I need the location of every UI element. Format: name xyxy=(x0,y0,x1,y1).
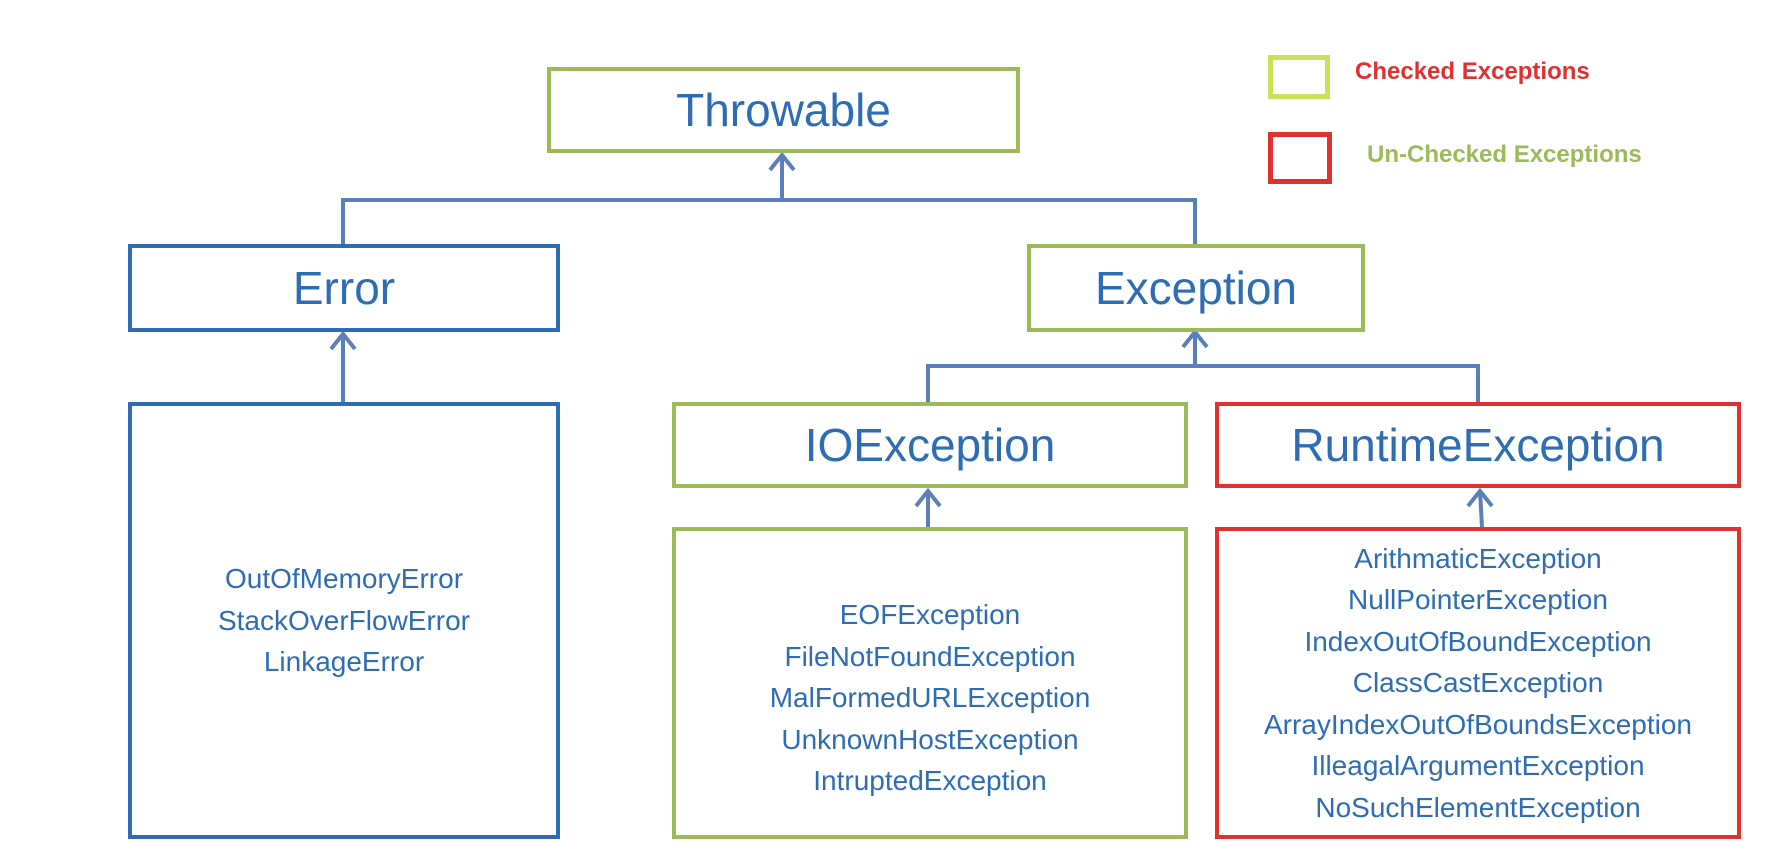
node-error: Error xyxy=(128,244,560,332)
legend-label-checked: Checked Exceptions xyxy=(1355,58,1590,85)
legend-swatch-checked xyxy=(1268,55,1330,99)
list-item: ArithmaticException xyxy=(1354,542,1602,574)
list-item: EOFException xyxy=(839,599,1021,631)
arrow-ioexception xyxy=(914,487,942,508)
list-item: IndexOutOfBoundException xyxy=(1304,625,1652,657)
list-item: FileNotFoundException xyxy=(784,640,1076,672)
node-throwable: Throwable xyxy=(547,67,1020,153)
node-exception-label: Exception xyxy=(1094,262,1297,314)
arrow-error xyxy=(329,330,357,351)
arrow-runtimeexception xyxy=(1466,487,1494,508)
list-item: OutOfMemoryError xyxy=(224,563,464,595)
node-runtimeexception-label: RuntimeException xyxy=(1291,419,1665,471)
error-subclasses-list: OutOfMemoryError StackOverFlowError Link… xyxy=(128,402,560,839)
list-item: MalFormedURLException xyxy=(769,682,1091,714)
list-item: ClassCastException xyxy=(1352,667,1604,699)
list-item: IlleagalArgumentException xyxy=(1311,750,1645,782)
list-item: NullPointerException xyxy=(1348,584,1608,616)
arrow-throwable xyxy=(768,151,796,172)
node-runtimeexception: RuntimeException xyxy=(1215,402,1741,488)
legend-swatch-unchecked xyxy=(1268,132,1332,184)
ioexception-subclasses-list: EOFException FileNotFoundException MalFo… xyxy=(672,527,1188,839)
node-ioexception: IOException xyxy=(672,402,1188,488)
connector-runtimeexception xyxy=(1478,490,1484,528)
arrow-exception xyxy=(1181,328,1209,349)
runtimeexception-subclasses-list: ArithmaticException NullPointerException… xyxy=(1215,527,1741,839)
node-ioexception-label: IOException xyxy=(804,419,1056,471)
legend-label-unchecked: Un-Checked Exceptions xyxy=(1367,141,1642,168)
node-throwable-label: Throwable xyxy=(676,84,891,136)
list-item: ArrayIndexOutOfBoundsException xyxy=(1263,708,1692,740)
connector-exception xyxy=(926,332,1480,402)
connector-throwable xyxy=(341,155,1197,244)
list-item: UnknownHostException xyxy=(781,723,1079,755)
node-error-label: Error xyxy=(292,262,396,314)
list-item: NoSuchElementException xyxy=(1315,791,1641,823)
list-item: StackOverFlowError xyxy=(217,604,471,636)
node-exception: Exception xyxy=(1027,244,1365,332)
list-item: IntruptedException xyxy=(813,765,1047,797)
list-item: LinkageError xyxy=(263,646,425,678)
